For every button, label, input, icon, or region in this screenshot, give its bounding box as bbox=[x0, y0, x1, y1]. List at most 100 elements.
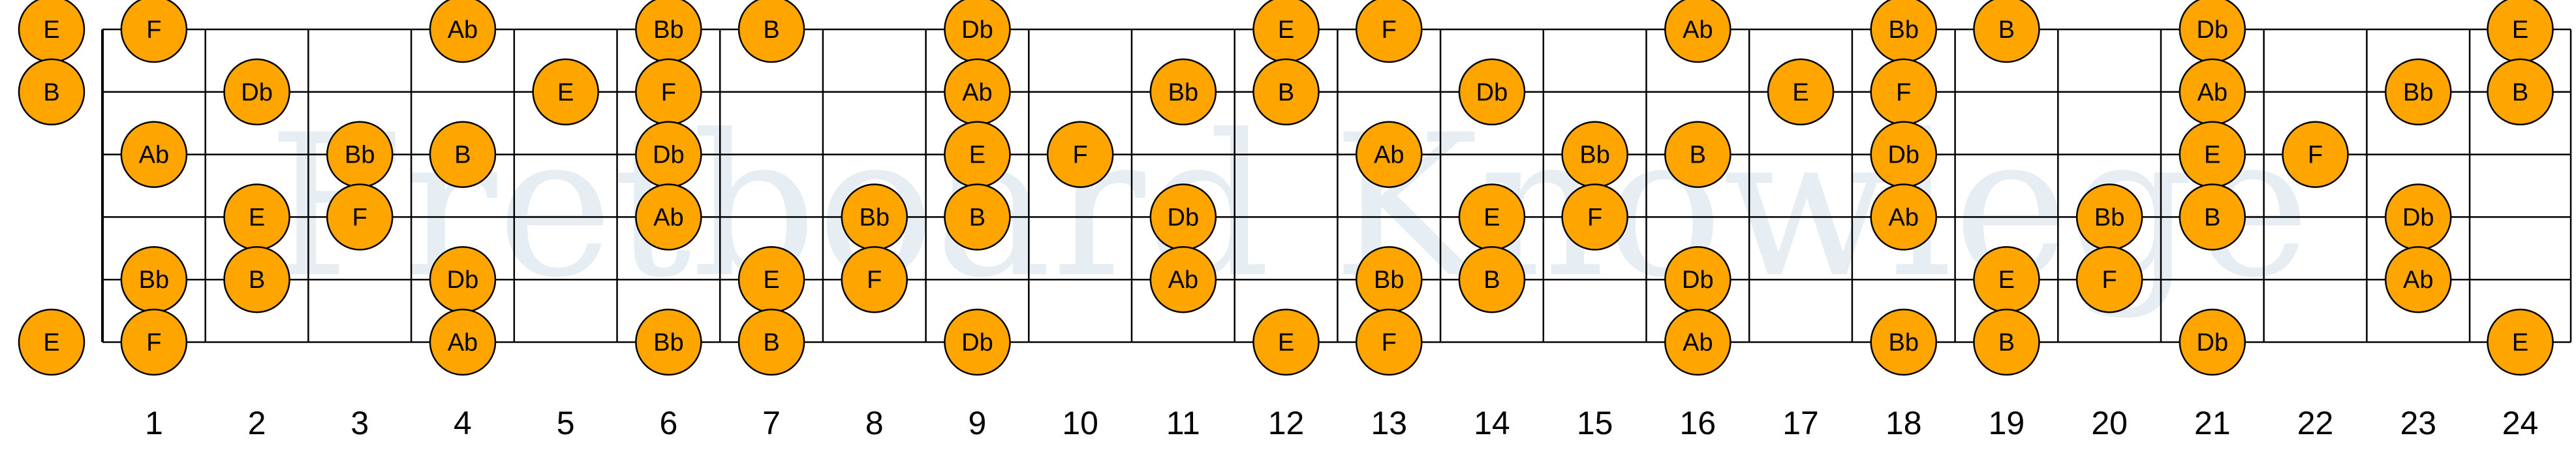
note-label: F bbox=[146, 329, 161, 356]
note-string-6-fret-9: Db bbox=[944, 308, 1011, 376]
open-note-string-2: B bbox=[18, 58, 85, 126]
note-string-4-fret-9: B bbox=[944, 183, 1011, 251]
note-circle bbox=[223, 58, 290, 126]
note-label: F bbox=[2308, 142, 2323, 169]
note-label: Ab bbox=[2403, 266, 2433, 294]
fret-number-21: 21 bbox=[2194, 405, 2231, 441]
note-string-2-fret-18: F bbox=[1870, 58, 1937, 126]
note-label: Ab bbox=[1683, 16, 1713, 44]
note-circle bbox=[2487, 58, 2554, 126]
string-lines bbox=[102, 28, 2571, 343]
note-circle bbox=[1870, 308, 1937, 376]
note-circle bbox=[1973, 308, 2040, 376]
note-string-3-fret-6: Db bbox=[635, 121, 702, 188]
note-label: E bbox=[249, 204, 265, 231]
note-label: Bb bbox=[653, 16, 683, 44]
note-label: B bbox=[763, 16, 779, 44]
fret-number-17: 17 bbox=[1782, 405, 1819, 441]
open-note-string-6: E bbox=[18, 308, 85, 376]
note-label: Ab bbox=[1683, 329, 1713, 356]
note-string-1-fret-19: B bbox=[1973, 0, 2040, 63]
note-string-6-fret-13: F bbox=[1356, 308, 1423, 376]
fret-number-14: 14 bbox=[1474, 405, 1510, 441]
note-circle bbox=[1664, 0, 1731, 63]
note-label: B bbox=[249, 266, 265, 294]
fret-number-4: 4 bbox=[454, 405, 472, 441]
note-label: Db bbox=[2197, 16, 2229, 44]
note-string-4-fret-18: Ab bbox=[1870, 183, 1937, 251]
note-label: Db bbox=[241, 79, 273, 106]
note-string-1-fret-6: Bb bbox=[635, 0, 702, 63]
fret-number-9: 9 bbox=[969, 405, 987, 441]
note-circle bbox=[2385, 58, 2452, 126]
note-label: B bbox=[1278, 79, 1294, 106]
note-label: B bbox=[2512, 79, 2528, 106]
note-label: E bbox=[969, 142, 985, 169]
note-circle bbox=[1149, 245, 1217, 313]
note-label: E bbox=[2512, 329, 2528, 356]
note-label: B bbox=[763, 329, 779, 356]
note-string-4-fret-2: E bbox=[223, 183, 290, 251]
fret-number-19: 19 bbox=[1989, 405, 2025, 441]
note-string-3-fret-16: B bbox=[1664, 121, 1731, 188]
note-string-3-fret-9: E bbox=[944, 121, 1011, 188]
note-circle bbox=[1870, 183, 1937, 251]
note-label: Bb bbox=[653, 329, 683, 356]
note-circle bbox=[1664, 308, 1731, 376]
note-circle bbox=[1046, 121, 1114, 188]
note-circle bbox=[1973, 0, 2040, 63]
note-string-6-fret-16: Ab bbox=[1664, 308, 1731, 376]
note-label: F bbox=[2102, 266, 2117, 294]
note-circle bbox=[944, 308, 1011, 376]
open-note-string-1: E bbox=[18, 0, 85, 63]
note-circle bbox=[429, 308, 497, 376]
note-label: Ab bbox=[1374, 142, 1404, 169]
note-circle bbox=[18, 308, 85, 376]
fret-number-10: 10 bbox=[1062, 405, 1098, 441]
note-string-4-fret-8: Bb bbox=[841, 183, 908, 251]
fret-number-7: 7 bbox=[762, 405, 781, 441]
note-string-4-fret-11: Db bbox=[1149, 183, 1217, 251]
note-circle bbox=[120, 0, 188, 63]
note-label: Ab bbox=[448, 16, 478, 44]
note-string-2-fret-17: E bbox=[1767, 58, 1835, 126]
note-label: B bbox=[43, 79, 59, 106]
note-label: F bbox=[1382, 16, 1397, 44]
note-string-6-fret-18: Bb bbox=[1870, 308, 1937, 376]
note-string-5-fret-8: F bbox=[841, 245, 908, 313]
note-circle bbox=[841, 245, 908, 313]
note-circle bbox=[1252, 308, 1320, 376]
note-string-4-fret-23: Db bbox=[2385, 183, 2452, 251]
note-label: E bbox=[1278, 16, 1294, 44]
fret-number-18: 18 bbox=[1885, 405, 1922, 441]
note-label: Ab bbox=[1168, 266, 1198, 294]
note-string-4-fret-6: Ab bbox=[635, 183, 702, 251]
note-string-5-fret-23: Ab bbox=[2385, 245, 2452, 313]
note-string-1-fret-18: Bb bbox=[1870, 0, 1937, 63]
note-string-3-fret-13: Ab bbox=[1356, 121, 1423, 188]
note-label: Bb bbox=[860, 204, 890, 231]
note-label: F bbox=[352, 204, 367, 231]
note-string-1-fret-24: E bbox=[2487, 0, 2554, 63]
note-label: E bbox=[43, 16, 59, 44]
note-string-5-fret-13: Bb bbox=[1356, 245, 1423, 313]
note-label: E bbox=[557, 79, 574, 106]
fret-number-20: 20 bbox=[2091, 405, 2128, 441]
note-string-4-fret-15: F bbox=[1561, 183, 1628, 251]
note-circle bbox=[2487, 308, 2554, 376]
fret-number-3: 3 bbox=[350, 405, 369, 441]
fret-number-5: 5 bbox=[557, 405, 575, 441]
note-circle bbox=[2075, 245, 2143, 313]
note-string-5-fret-7: E bbox=[737, 245, 805, 313]
note-string-5-fret-1: Bb bbox=[120, 245, 188, 313]
note-label: B bbox=[1690, 142, 1706, 169]
note-label: E bbox=[1998, 266, 2015, 294]
note-string-3-fret-21: E bbox=[2179, 121, 2246, 188]
note-string-5-fret-16: Db bbox=[1664, 245, 1731, 313]
note-string-3-fret-3: Bb bbox=[326, 121, 394, 188]
fret-number-16: 16 bbox=[1680, 405, 1716, 441]
fret-number-1: 1 bbox=[145, 405, 163, 441]
note-label: Bb bbox=[2094, 204, 2124, 231]
note-label: Bb bbox=[2403, 79, 2433, 106]
note-string-5-fret-4: Db bbox=[429, 245, 497, 313]
